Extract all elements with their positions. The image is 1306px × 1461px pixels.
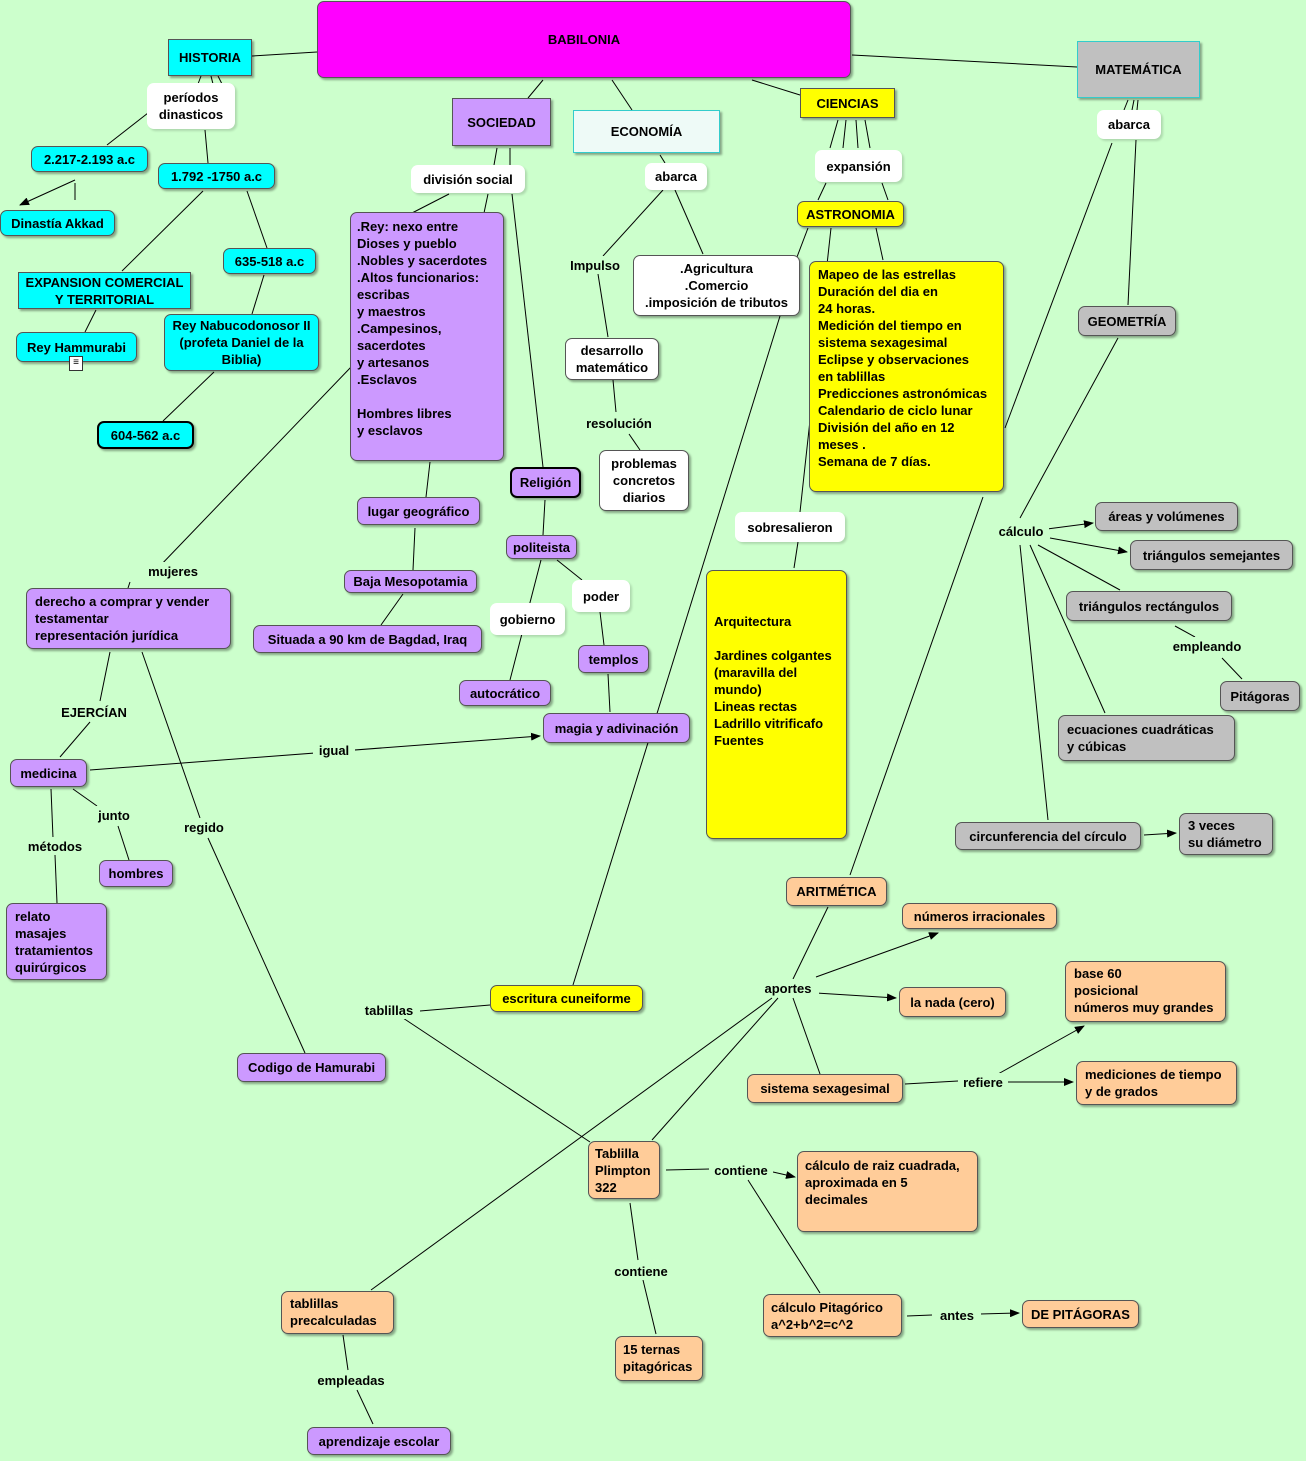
- regido-label: regido: [178, 818, 230, 836]
- templos[interactable]: templos: [578, 645, 649, 673]
- quince-ternas[interactable]: 15 ternas pitagóricas: [615, 1336, 703, 1381]
- resolucion-label: resolución: [581, 414, 657, 432]
- triangulos-rectangulos[interactable]: triángulos rectángulos: [1066, 591, 1232, 621]
- desarrollo-matematico[interactable]: desarrollo matemático: [565, 338, 659, 380]
- problemas-diarios[interactable]: problemas concretos diarios: [599, 450, 689, 511]
- note-icon[interactable]: ≡: [69, 356, 83, 371]
- geometria-node[interactable]: GEOMETRÍA: [1078, 306, 1176, 336]
- astronomia-node[interactable]: ASTRONOMIA: [797, 201, 904, 227]
- poder-label: poder: [572, 580, 630, 612]
- expansion-comercial[interactable]: EXPANSION COMERCIAL Y TERRITORIAL: [18, 272, 191, 309]
- abarca-matematica-label: abarca: [1097, 110, 1161, 139]
- aritmetica-node[interactable]: ARITMÉTICA: [786, 877, 887, 906]
- la-nada-cero[interactable]: la nada (cero): [899, 987, 1006, 1017]
- rey-nabucodonosor[interactable]: Rey Nabucodonosor II (profeta Daniel de …: [164, 314, 319, 371]
- pitagoras[interactable]: Pitágoras: [1220, 681, 1300, 711]
- derechos-mujeres[interactable]: derecho a comprar y vender testamentar r…: [26, 588, 231, 649]
- metodos-medicina[interactable]: relato masajes tratamientos quirúrgicos: [6, 903, 107, 980]
- triangulos-semejantes[interactable]: triángulos semejantes: [1130, 540, 1293, 570]
- tablillas-label: tablillas: [358, 1001, 420, 1019]
- sobresalieron-label: sobresalieron: [735, 512, 845, 542]
- codigo-hamurabi[interactable]: Codigo de Hamurabi: [237, 1053, 386, 1082]
- sociedad-node[interactable]: SOCIEDAD: [452, 98, 551, 146]
- calculo-raiz-cuadrada[interactable]: cálculo de raiz cuadrada, aproximada en …: [797, 1151, 978, 1232]
- date-635-518[interactable]: 635-518 a.c: [223, 248, 316, 274]
- date-1792-1750[interactable]: 1.792 -1750 a.c: [158, 163, 275, 189]
- mujeres-label: mujeres: [141, 562, 205, 580]
- magia-adivinacion[interactable]: magia y adivinación: [543, 713, 690, 743]
- abarca-economia-label: abarca: [645, 163, 707, 190]
- numeros-irracionales[interactable]: números irracionales: [902, 903, 1057, 929]
- aprendizaje-escolar[interactable]: aprendizaje escolar: [307, 1427, 451, 1455]
- baja-mesopotamia[interactable]: Baja Mesopotamia: [344, 570, 477, 593]
- tablilla-plimpton[interactable]: Tablilla Plimpton 322: [588, 1141, 660, 1199]
- religion-node[interactable]: Religión: [510, 467, 581, 498]
- mediciones-tiempo[interactable]: mediciones de tiempo y de grados: [1076, 1061, 1237, 1105]
- date-2217-2193[interactable]: 2.217-2.193 a.c: [31, 146, 148, 172]
- calculo-pitagorico[interactable]: cálculo Pitagórico a^2+b^2=c^2: [763, 1294, 902, 1337]
- areas-volumenes[interactable]: áreas y volúmenes: [1095, 502, 1238, 531]
- calculo-label: cálculo: [993, 522, 1049, 540]
- estratos-sociales[interactable]: .Rey: nexo entre Dioses y pueblo .Nobles…: [350, 212, 504, 461]
- sistema-sexagesimal[interactable]: sistema sexagesimal: [747, 1074, 903, 1103]
- hombres[interactable]: hombres: [99, 860, 173, 887]
- igual-label: igual: [313, 741, 355, 759]
- escritura-cuneiforme[interactable]: escritura cuneiforme: [490, 985, 643, 1012]
- aportes-label: aportes: [757, 979, 819, 997]
- medicina[interactable]: medicina: [10, 759, 87, 787]
- situada-bagdad[interactable]: Situada a 90 km de Bagdad, Iraq: [253, 625, 482, 653]
- division-social-label: división social: [411, 165, 525, 193]
- impulso-label: Impulso: [566, 256, 624, 274]
- antes-label: antes: [933, 1306, 981, 1324]
- ejercian-label: EJERCÍAN: [55, 703, 133, 721]
- title-babilonia[interactable]: BABILONIA: [317, 1, 851, 78]
- autocratico[interactable]: autocrático: [459, 680, 551, 706]
- date-604-562[interactable]: 604-562 a.c: [97, 421, 194, 449]
- contiene-label-1: contiene: [709, 1161, 773, 1179]
- lugar-geografico[interactable]: lugar geográfico: [357, 497, 480, 525]
- dinastia-akkad[interactable]: Dinastía Akkad: [0, 210, 115, 236]
- periodos-dinasticos-label: períodos dinasticos: [147, 83, 235, 129]
- agricultura-comercio[interactable]: .Agricultura .Comercio .imposición de tr…: [633, 255, 800, 316]
- empleadas-label: empleadas: [311, 1371, 391, 1389]
- gobierno-label: gobierno: [490, 603, 565, 635]
- metodos-label: métodos: [21, 837, 89, 855]
- economia-node[interactable]: ECONOMÍA: [573, 110, 720, 153]
- ecuaciones-cuadraticas[interactable]: ecuaciones cuadráticas y cúbicas: [1058, 715, 1235, 761]
- base-60[interactable]: base 60 posicional números muy grandes: [1065, 961, 1226, 1022]
- de-pitagoras[interactable]: DE PITÁGORAS: [1022, 1300, 1139, 1328]
- matematica-node[interactable]: MATEMÁTICA: [1077, 41, 1200, 98]
- politeista[interactable]: politeista: [506, 535, 577, 559]
- tablillas-precalculadas[interactable]: tablillas precalculadas: [281, 1291, 394, 1334]
- circunferencia-circulo[interactable]: circunferencia del círculo: [955, 822, 1141, 850]
- ciencias-node[interactable]: CIENCIAS: [800, 88, 895, 118]
- tres-veces-diametro[interactable]: 3 veces su diámetro: [1179, 813, 1273, 855]
- empleando-label: empleando: [1167, 637, 1247, 655]
- astronomia-logros[interactable]: Mapeo de las estrellas Duración del dia …: [809, 261, 1004, 492]
- expansion-label: expansión: [815, 150, 902, 182]
- contiene-label-2: contiene: [607, 1262, 675, 1280]
- historia-node[interactable]: HISTORIA: [168, 39, 252, 76]
- refiere-label: refiere: [958, 1073, 1008, 1091]
- arquitectura[interactable]: Arquitectura Jardines colgantes (maravil…: [706, 570, 847, 839]
- junto-label: junto: [92, 806, 136, 824]
